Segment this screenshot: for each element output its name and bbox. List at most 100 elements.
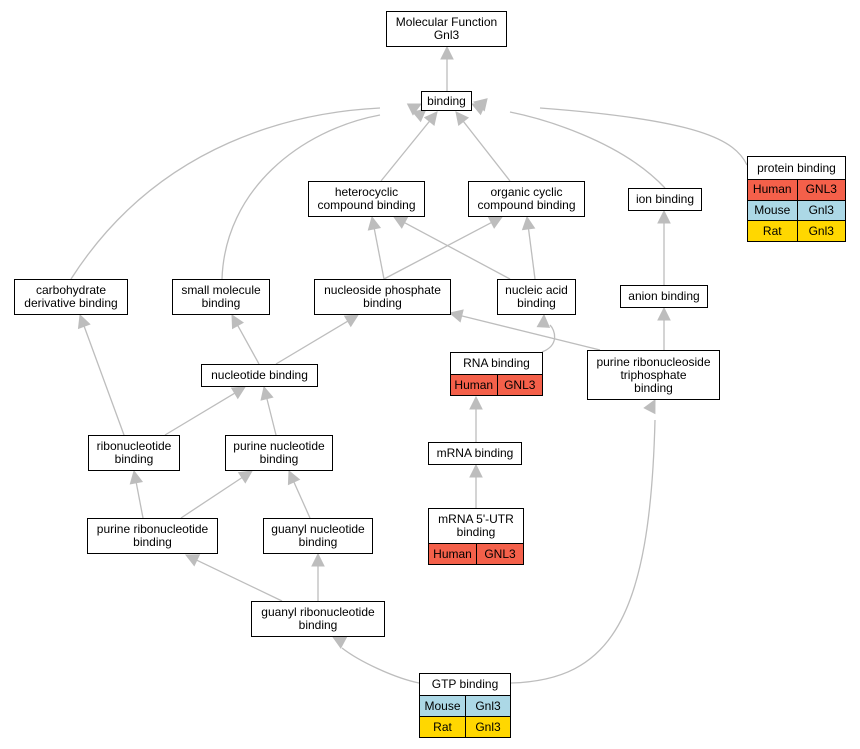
edge-anion-ion-arrowhead <box>657 209 671 224</box>
edge-gtp-guanyl-ribonucleotide <box>341 647 420 684</box>
node-mrna-binding[interactable]: mRNA binding <box>428 442 522 465</box>
edge-nucleotide-small-molecule <box>237 325 260 365</box>
gene-cell: GNL3 <box>796 180 846 200</box>
edge-organic-cyclic-binding <box>462 121 511 182</box>
edge-nucleic-acid-organic-cyclic <box>527 228 536 280</box>
edge-nucleoside-phosphate-heterocyclic-arrowhead <box>367 215 382 231</box>
node-title: mRNA 5'-UTR binding <box>438 512 514 539</box>
gene-cell: Gnl3 <box>465 696 510 716</box>
edge-nucleoside-phosphate-organic-cyclic-arrowhead <box>487 216 503 229</box>
gene-row-mouse: Mouse Gnl3 <box>748 199 846 221</box>
edge-mrna-rna-arrowhead <box>469 395 483 410</box>
edge-guanyl-nucleotide-purine-nucleotide-arrowhead <box>287 469 301 486</box>
gene-cell: Gnl3 <box>465 717 510 737</box>
gene-cell: Gnl3 <box>796 200 846 221</box>
node-ion-binding[interactable]: ion binding <box>628 188 702 211</box>
edge-gtp-purine-rnt <box>510 419 656 684</box>
edge-protein-binding-arrowhead <box>472 98 488 112</box>
edge-guanyl-ribonucleotide-guanyl-nucleotide-arrowhead <box>311 552 325 567</box>
edge-purine-ribonucleotide-purine-nucleotide <box>180 477 243 519</box>
edge-guanyl-ribonucleotide-purine-ribonucleotide-arrowhead <box>184 554 201 567</box>
edge-nucleotide-small-molecule-arrowhead <box>231 314 244 330</box>
edge-purine-rnt-nucleoside-phosphate-arrowhead <box>448 309 464 323</box>
node-molecular-function-root[interactable]: Molecular Function Gnl3 <box>386 11 507 47</box>
node-small-molecule-binding[interactable]: small molecule binding <box>172 279 270 315</box>
gene-cell: GNL3 <box>496 375 543 395</box>
edge-guanyl-nucleotide-purine-nucleotide <box>293 481 311 519</box>
edge-nucleic-acid-heterocyclic <box>404 222 511 280</box>
node-nucleotide-binding[interactable]: nucleotide binding <box>201 364 318 387</box>
edge-carbohydrate-binding <box>70 107 381 280</box>
node-guanyl-ribonucleotide-binding[interactable]: guanyl ribonucleotide binding <box>251 601 385 637</box>
node-purine-ribonucleotide-binding[interactable]: purine ribonucleotide binding <box>87 518 218 554</box>
node-binding[interactable]: binding <box>421 91 472 111</box>
edge-ion-binding <box>509 111 666 189</box>
edge-gtp-guanyl-ribonucleotide-arrowhead <box>332 636 348 649</box>
node-nucleoside-phosphate-binding[interactable]: nucleoside phosphate binding <box>314 279 451 315</box>
species-cell: Human <box>454 377 494 392</box>
edge-rna-nucleic-acid <box>541 324 556 353</box>
species-cell: Human <box>752 182 792 197</box>
edge-nucleoside-phosphate-organic-cyclic <box>383 222 492 280</box>
node-title: protein binding <box>757 160 836 175</box>
gene-row-rat: Rat Gnl3 <box>420 716 510 737</box>
species-cell: Mouse <box>424 698 461 713</box>
edge-ribonucleotide-carbohydrate-arrowhead <box>77 313 91 330</box>
node-carbohydrate-derivative-binding[interactable]: carbohydrate derivative binding <box>14 279 128 315</box>
edge-purine-nucleotide-nucleotide-arrowhead <box>260 385 274 401</box>
edge-carbohydrate-binding-arrowhead <box>406 103 422 116</box>
node-organic-cyclic-compound-binding[interactable]: organic cyclic compound binding <box>468 181 585 217</box>
edges <box>70 45 748 684</box>
node-purine-nucleotide-binding[interactable]: purine nucleotide binding <box>225 435 333 471</box>
gene-rows: Human GNL3 <box>429 543 523 564</box>
gene-cell: Gnl3 <box>796 221 846 241</box>
node-ribonucleotide-binding[interactable]: ribonucleotide binding <box>88 435 180 471</box>
gene-cell: GNL3 <box>476 544 523 564</box>
edge-binding-root-arrowhead <box>440 45 454 60</box>
species-cell: Mouse <box>754 202 791 217</box>
node-anion-binding[interactable]: anion binding <box>620 285 708 308</box>
edge-guanyl-ribonucleotide-purine-ribonucleotide <box>196 559 283 602</box>
edge-ribonucleotide-carbohydrate <box>83 326 125 436</box>
edge-protein-binding <box>539 107 748 166</box>
edge-small-molecule-binding-arrowhead <box>412 108 427 123</box>
edge-nucleotide-nucleoside-phosphate-arrowhead <box>343 314 359 328</box>
edge-purine-ribonucleotide-ribonucleotide <box>135 482 144 519</box>
edge-heterocyclic-binding <box>380 120 430 182</box>
edge-purine-nucleotide-nucleotide <box>266 398 277 436</box>
edge-nucleotide-nucleoside-phosphate <box>275 320 349 365</box>
node-title: GTP binding <box>431 677 499 691</box>
edge-rna-nucleic-acid-arrowhead <box>536 313 551 328</box>
gene-row-mouse: Mouse Gnl3 <box>420 695 510 716</box>
node-purine-ribonucleoside-triphosphate-binding[interactable]: purine ribonucleoside triphosphate bindi… <box>587 350 720 400</box>
species-cell: Human <box>433 546 472 561</box>
species-cell: Rat <box>762 223 782 238</box>
edge-purine-rnt-anion-arrowhead <box>657 306 671 321</box>
edge-ribonucleotide-nucleotide <box>164 392 236 436</box>
edge-nucleic-acid-heterocyclic-arrowhead <box>393 216 409 229</box>
species-cell: Rat <box>433 719 452 734</box>
edge-nucleic-acid-organic-cyclic-arrowhead <box>521 215 536 231</box>
gene-row-rat: Rat Gnl3 <box>748 220 845 241</box>
node-heterocyclic-compound-binding[interactable]: heterocyclic compound binding <box>308 181 425 217</box>
node-guanyl-nucleotide-binding[interactable]: guanyl nucleotide binding <box>263 518 373 554</box>
edge-nucleoside-phosphate-heterocyclic <box>373 228 385 280</box>
node-mrna-5utr-binding[interactable]: mRNA 5'-UTR binding Human GNL3 <box>428 508 524 565</box>
edge-mrna5utr-mrna-arrowhead <box>469 463 483 478</box>
node-nucleic-acid-binding[interactable]: nucleic acid binding <box>497 279 576 315</box>
node-title: RNA binding <box>463 356 530 370</box>
edge-ribonucleotide-nucleotide-arrowhead <box>230 386 246 400</box>
edge-purine-ribonucleotide-purine-nucleotide-arrowhead <box>237 470 253 484</box>
gene-row-human: Human GNL3 <box>748 179 845 200</box>
edge-purine-ribonucleotide-ribonucleotide-arrowhead <box>129 469 144 485</box>
edge-purine-rnt-nucleoside-phosphate <box>461 315 601 351</box>
gene-row-human: Human GNL3 <box>429 543 523 564</box>
